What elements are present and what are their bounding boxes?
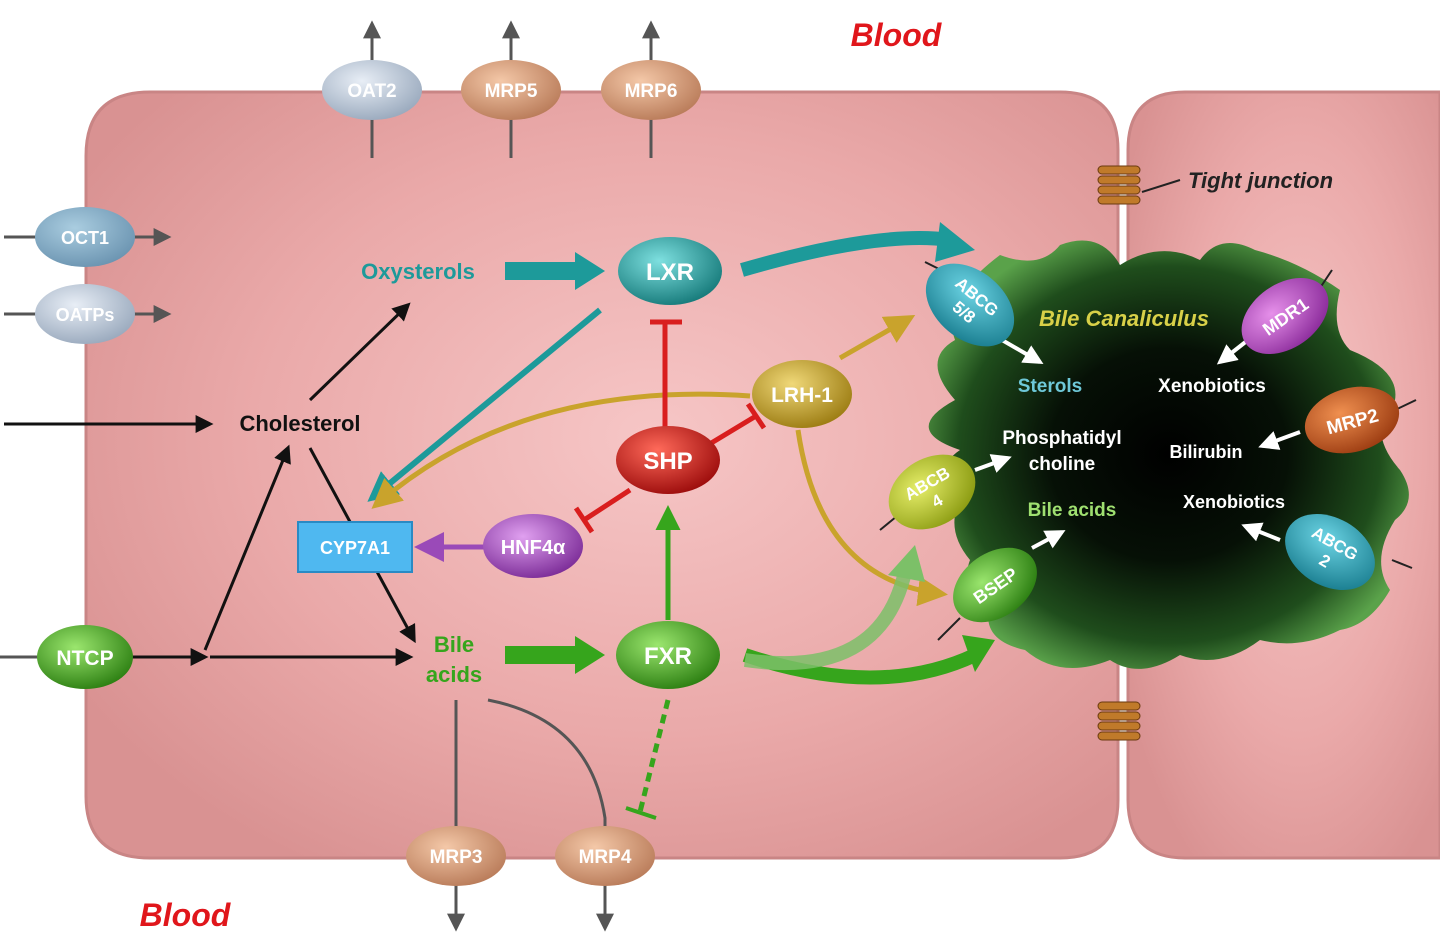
bile-canaliculus-label: Bile Canaliculus [1039,306,1209,331]
blood-label-bottom: Blood [140,897,232,933]
mrp6-label: MRP6 [625,81,678,102]
xenobiotics-top-label: Xenobiotics [1158,376,1266,397]
fxr-label: FXR [644,643,692,670]
hepatocyte-cell-left [84,90,1120,860]
oct1-label: OCT1 [61,228,109,248]
node-lxr[interactable]: LXR [618,237,722,305]
mrp5-label: MRP5 [485,81,538,102]
transporter-abcb4[interactable]: ABCB 4 [875,440,989,545]
hnf4a-label: HNF4α [501,537,566,559]
node-fxr[interactable]: FXR [616,621,720,689]
red-inhibition-lines [573,319,767,534]
phosphatidyl-label-line1: Phosphatidyl [1002,428,1121,449]
tight-junction-bottom [1097,701,1141,741]
canal-bile-acids-label: Bile acids [1028,500,1117,521]
transporter-abcg58[interactable]: ABCG 5/8 [910,247,1030,363]
green-arrows [505,505,995,820]
transporter-oatps[interactable]: OATPs [35,284,135,344]
mrp4-label: MRP4 [579,847,632,868]
sterols-label: Sterols [1018,376,1082,397]
tight-junction-top [1097,165,1141,205]
transporter-mrp5[interactable]: MRP5 [461,60,561,120]
node-lrh1[interactable]: LRH-1 [752,360,852,428]
transporter-mdr1[interactable]: MDR1 [1227,262,1342,369]
node-cyp7a1[interactable]: CYP7A1 [297,521,413,573]
transporter-bsep[interactable]: BSEP [939,532,1051,637]
transporter-mrp3[interactable]: MRP3 [406,826,506,886]
bile-acids-label-line1: Bile [434,632,474,657]
shp-label: SHP [643,448,692,475]
phosphatidyl-label-line2: choline [1029,454,1096,475]
node-shp[interactable]: SHP [616,426,720,494]
transporter-mrp4[interactable]: MRP4 [555,826,655,886]
node-hnf4a[interactable]: HNF4α [483,514,583,578]
gold-arrows [371,315,948,607]
lxr-label: LXR [646,259,694,286]
transporter-oct1[interactable]: OCT1 [35,207,135,267]
transporter-abcg2[interactable]: ABCG 2 [1271,499,1388,606]
teal-arrows [367,222,975,502]
tight-junction-label: Tight junction [1188,168,1333,193]
transporter-oat2[interactable]: OAT2 [322,60,422,120]
transporter-ntcp[interactable]: NTCP [37,625,133,689]
transporter-mrp2[interactable]: MRP2 [1297,377,1406,464]
bile-acids-label-line2: acids [426,662,482,687]
cyp7a1-label: CYP7A1 [320,538,390,558]
bilirubin-label: Bilirubin [1170,442,1243,462]
lrh1-label: LRH-1 [771,384,833,407]
oxysterols-label: Oxysterols [361,259,475,284]
xenobiotics-bottom-label: Xenobiotics [1183,492,1285,512]
white-canal-arrows [974,338,1301,550]
oatps-label: OATPs [56,305,115,325]
mrp3-label: MRP3 [430,847,483,868]
oat2-label: OAT2 [347,81,396,102]
blood-label-top: Blood [851,17,943,53]
transporter-mrp6[interactable]: MRP6 [601,60,701,120]
ntcp-label: NTCP [56,647,113,670]
cholesterol-label: Cholesterol [239,411,360,436]
